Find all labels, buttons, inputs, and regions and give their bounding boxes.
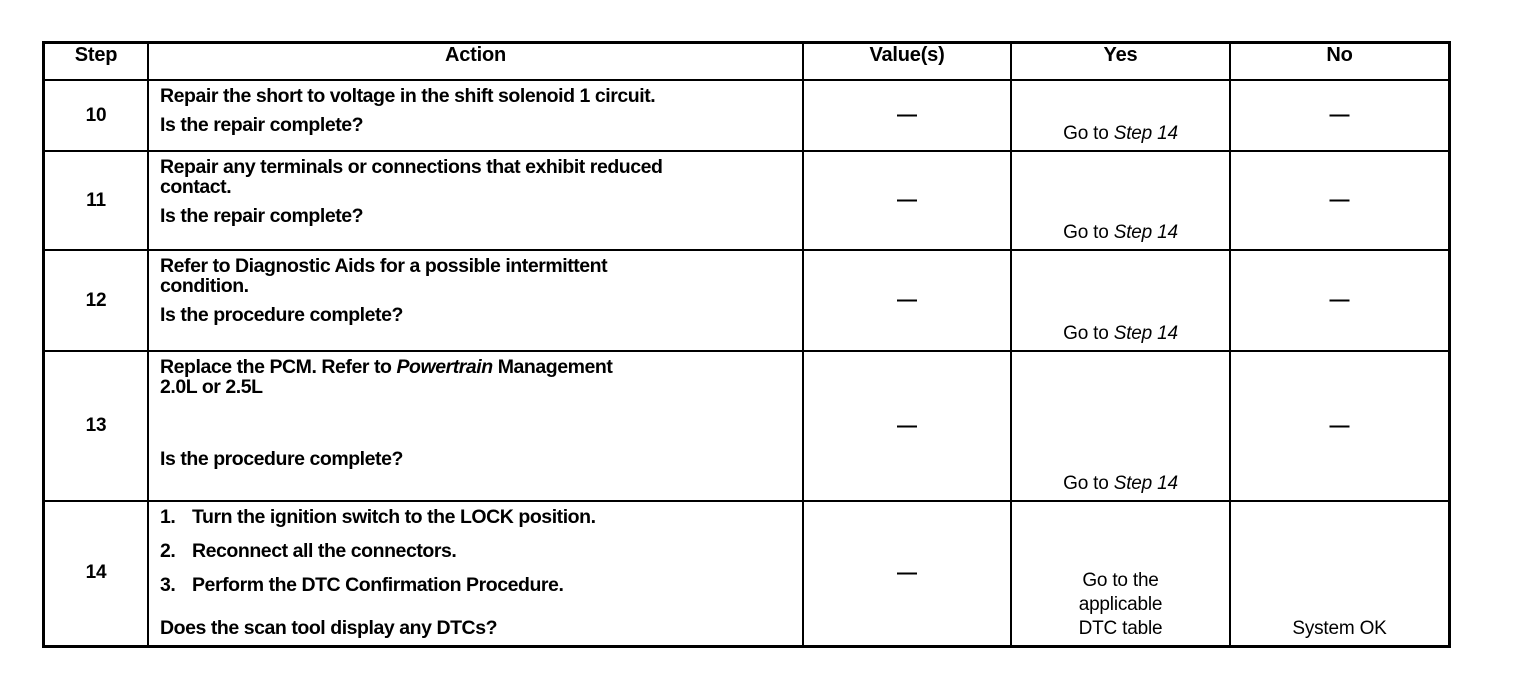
action-question: Is the repair complete? bbox=[160, 204, 364, 227]
yes-goto-target: Step 14 bbox=[1113, 323, 1178, 344]
yes-goto-prefix: Go to bbox=[1063, 323, 1114, 344]
yes-goto-target: Step 14 bbox=[1113, 222, 1178, 243]
action-cell: 1. Turn the ignition switch to the LOCK p… bbox=[147, 500, 804, 647]
step-number-cell: 11 bbox=[43, 150, 149, 251]
yes-cell: Go to Step 14 bbox=[1010, 150, 1231, 251]
em-dash: — bbox=[1329, 104, 1350, 126]
action-question: Is the procedure complete? bbox=[160, 303, 403, 326]
action-line: Repair the short to voltage in the shift… bbox=[160, 85, 656, 107]
no-cell: — bbox=[1229, 350, 1450, 502]
table-row: 11 Repair any terminals or connections t… bbox=[43, 150, 1450, 251]
value-cell: — bbox=[802, 249, 1012, 352]
yes-cell: Go to Step 14 bbox=[1010, 350, 1231, 502]
em-dash: — bbox=[1329, 414, 1350, 437]
action-numbered-list: 1. Turn the ignition switch to the LOCK p… bbox=[160, 506, 794, 596]
yes-cell: Go to the applicable DTC table bbox=[1010, 500, 1231, 647]
step-number-cell: 12 bbox=[43, 249, 149, 352]
table-header: Step Action Value(s) Yes No bbox=[43, 42, 1450, 81]
spacer bbox=[160, 398, 794, 450]
list-item-number: 2. bbox=[160, 539, 176, 562]
yes-line: applicable bbox=[1078, 593, 1163, 615]
yes-cell: Go to Step 14 bbox=[1010, 249, 1231, 352]
yes-cell: Go to Step 14 bbox=[1010, 79, 1231, 152]
em-dash: — bbox=[897, 289, 917, 311]
list-item-number: 3. bbox=[160, 573, 176, 596]
em-dash: — bbox=[897, 189, 917, 211]
action-line-pre: Replace the PCM. Refer to bbox=[160, 356, 397, 378]
value-cell: — bbox=[802, 150, 1012, 251]
column-header-action: Action bbox=[147, 42, 804, 81]
action-question: Is the repair complete? bbox=[160, 113, 364, 136]
action-line: contact. bbox=[160, 175, 232, 198]
no-cell: — bbox=[1229, 249, 1450, 352]
em-dash: — bbox=[897, 414, 917, 437]
action-line-emphasis: Powertrain bbox=[396, 356, 493, 378]
diagnostic-step-table: Step Action Value(s) Yes No 10 Repair th… bbox=[42, 41, 1451, 648]
action-line: Replace the PCM. Refer to Powertrain Man… bbox=[160, 356, 794, 378]
list-item-number: 1. bbox=[160, 506, 176, 528]
action-line: Repair any terminals or connections that… bbox=[160, 156, 663, 178]
yes-goto-target: Step 14 bbox=[1113, 473, 1178, 494]
yes-goto-target: Step 14 bbox=[1113, 123, 1178, 144]
em-dash: — bbox=[897, 104, 917, 126]
yes-goto-prefix: Go to bbox=[1063, 222, 1114, 243]
yes-goto-prefix: Go to bbox=[1063, 123, 1114, 144]
value-cell: — bbox=[802, 350, 1012, 502]
action-line: condition. bbox=[160, 274, 249, 297]
em-dash: — bbox=[1329, 289, 1350, 311]
step-number-cell: 13 bbox=[43, 350, 149, 502]
yes-line: DTC table bbox=[1078, 618, 1163, 640]
yes-goto-prefix: Go to bbox=[1063, 473, 1114, 494]
no-cell: — bbox=[1229, 79, 1450, 152]
header-row: Step Action Value(s) Yes No bbox=[43, 42, 1450, 81]
no-cell: — bbox=[1229, 150, 1450, 251]
no-cell: System OK bbox=[1229, 500, 1450, 647]
action-line: Refer to Diagnostic Aids for a possible … bbox=[160, 255, 608, 277]
list-item: 3. Perform the DTC Confirmation Procedure… bbox=[160, 573, 794, 596]
action-line-engines: 2.0L or 2.5L bbox=[160, 375, 263, 398]
list-item: 1. Turn the ignition switch to the LOCK p… bbox=[160, 506, 794, 528]
action-question: Is the procedure complete? bbox=[160, 447, 403, 470]
action-cell: Replace the PCM. Refer to Powertrain Man… bbox=[147, 350, 804, 502]
list-item-text: Reconnect all the connectors. bbox=[192, 539, 457, 562]
value-cell: — bbox=[802, 79, 1012, 152]
column-header-yes: Yes bbox=[1010, 42, 1231, 81]
table-row: 10 Repair the short to voltage in the sh… bbox=[43, 79, 1450, 152]
table-row: 13 Replace the PCM. Refer to Powertrain … bbox=[43, 350, 1450, 502]
table-row: 14 1. Turn the ignition switch to the LOC… bbox=[43, 500, 1450, 647]
action-cell: Repair the short to voltage in the shift… bbox=[147, 79, 804, 152]
action-cell: Refer to Diagnostic Aids for a possible … bbox=[147, 249, 804, 352]
step-number-cell: 10 bbox=[43, 79, 149, 152]
em-dash: — bbox=[1329, 189, 1350, 211]
step-number-cell: 14 bbox=[43, 500, 149, 647]
em-dash: — bbox=[897, 561, 917, 584]
list-item-text: Turn the ignition switch to the LOCK pos… bbox=[192, 506, 596, 528]
column-header-value: Value(s) bbox=[802, 42, 1012, 81]
table-body: 10 Repair the short to voltage in the sh… bbox=[43, 79, 1450, 647]
column-header-step: Step bbox=[43, 42, 149, 81]
value-cell: — bbox=[802, 500, 1012, 647]
table-row: 12 Refer to Diagnostic Aids for a possib… bbox=[43, 249, 1450, 352]
action-line-post: Management bbox=[492, 356, 613, 378]
yes-line: Go to the bbox=[1082, 569, 1159, 591]
action-question: Does the scan tool display any DTCs? bbox=[160, 616, 498, 639]
action-cell: Repair any terminals or connections that… bbox=[147, 150, 804, 251]
list-item-text: Perform the DTC Confirmation Procedure. bbox=[192, 573, 564, 596]
column-header-no: No bbox=[1229, 42, 1450, 81]
list-item: 2. Reconnect all the connectors. bbox=[160, 539, 794, 562]
